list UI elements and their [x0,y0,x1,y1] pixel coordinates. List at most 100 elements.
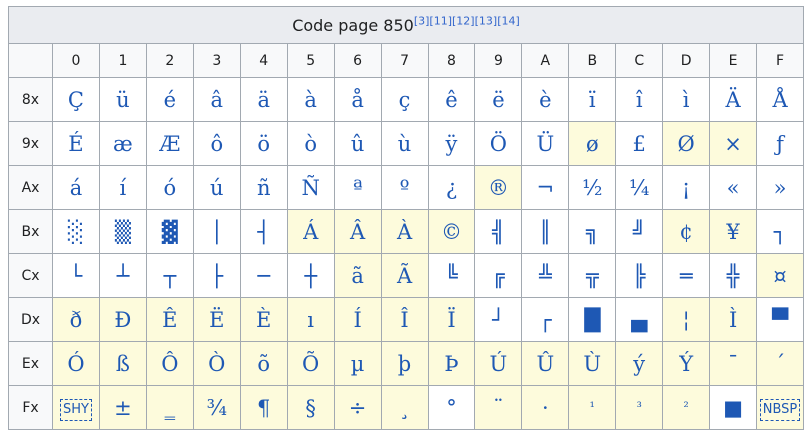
character-glyph: ¥ [726,219,740,244]
character-glyph: ¦ [682,307,690,332]
character-glyph: À [396,219,413,244]
character-glyph: Ö [489,131,508,156]
row-header: Bx [8,209,53,254]
character-cell: ─ [239,253,288,298]
character-cell: ┌ [521,297,570,342]
character-cell: ╗ [568,209,617,254]
character-glyph: Û [536,351,555,376]
title-row: Code page 850[3][11][12][13][14] [8,6,804,44]
character-glyph: ô [210,131,224,156]
character-cell: ö [239,121,288,166]
character-cell: ╬ [709,253,758,298]
character-cell: ┐ [756,209,804,254]
ref-link[interactable]: [13] [474,14,498,28]
row-header: Ex [8,341,53,386]
character-glyph: £ [632,131,646,156]
character-glyph: ü [116,87,130,112]
character-glyph: Ù [583,351,602,376]
character-cell: ´ [756,341,804,386]
character-glyph: ê [445,87,458,112]
character-glyph: ú [210,175,224,200]
character-glyph: ┴ [116,263,130,288]
character-cell: Ë [192,297,241,342]
character-glyph: © [440,219,462,244]
character-cell: ê [427,77,476,122]
character-cell: ú [192,165,241,210]
character-cell: ã [333,253,382,298]
character-glyph: Î [400,307,409,332]
character-cell: ¼ [615,165,664,210]
column-header: C [615,43,664,78]
character-cell: ä [239,77,288,122]
ref-link[interactable]: [11] [429,14,453,28]
character-glyph: ▀ [771,307,789,332]
character-cell: ¡ [662,165,711,210]
character-glyph: è [539,87,552,112]
character-glyph: Ý [679,351,694,376]
ref-link[interactable]: [14] [497,14,520,28]
character-cell: ÷ [333,385,382,430]
character-glyph: Ä [725,87,741,112]
character-cell: ø [568,121,617,166]
character-cell: Ï [427,297,476,342]
character-cell: Ö [474,121,523,166]
character-glyph: ³ [636,400,642,415]
character-glyph: ¹ [589,400,595,415]
character-glyph: ¡ [681,175,691,200]
character-cell: ║ [521,209,570,254]
character-glyph: ¶ [257,395,271,420]
character-glyph: » [773,175,787,200]
character-glyph: ç [398,87,411,112]
character-cell: À [380,209,429,254]
character-cell: Ê [145,297,194,342]
character-cell: NBSP [756,385,804,430]
character-glyph: ® [487,175,509,200]
column-header: 2 [145,43,194,78]
character-cell: ╠ [615,253,664,298]
character-glyph: ² [683,400,689,415]
character-glyph: ┐ [773,219,787,244]
character-glyph: ╗ [585,219,599,244]
character-cell: ┬ [145,253,194,298]
character-glyph: ┌ [539,307,552,332]
character-glyph: Í [353,307,362,332]
ref-link[interactable]: [3] [413,14,430,28]
character-cell: Ú [474,341,523,386]
character-cell: © [427,209,476,254]
column-header: 4 [239,43,288,78]
character-cell: å [333,77,382,122]
character-cell: Ò [192,341,241,386]
character-cell: ï [568,77,617,122]
character-cell: ¬ [521,165,570,210]
character-glyph: Ø [677,131,695,156]
character-cell: Å [756,77,804,122]
column-header: A [521,43,570,78]
column-header: 0 [52,43,100,78]
character-cell: ƒ [756,121,804,166]
character-cell: Á [286,209,335,254]
character-glyph: ¸ [399,395,410,420]
character-glyph: ┤ [257,219,271,244]
row-header: Ax [8,165,53,210]
character-cell: Â [333,209,382,254]
column-header: F [756,43,804,78]
ref-link[interactable]: [12] [452,14,475,28]
column-header: E [709,43,758,78]
character-cell: ı [286,297,335,342]
character-cell: ┴ [98,253,147,298]
column-header: 8 [427,43,476,78]
row-header: 8x [8,77,53,122]
control-char-label: NBSP [759,398,801,422]
character-glyph: ▒ [114,219,131,244]
character-glyph: ¬ [536,175,555,200]
character-glyph: ╣ [492,219,505,244]
column-header: 6 [333,43,382,78]
character-glyph: Ã [396,263,413,288]
character-cell: µ [333,341,382,386]
character-glyph: õ [257,351,271,376]
